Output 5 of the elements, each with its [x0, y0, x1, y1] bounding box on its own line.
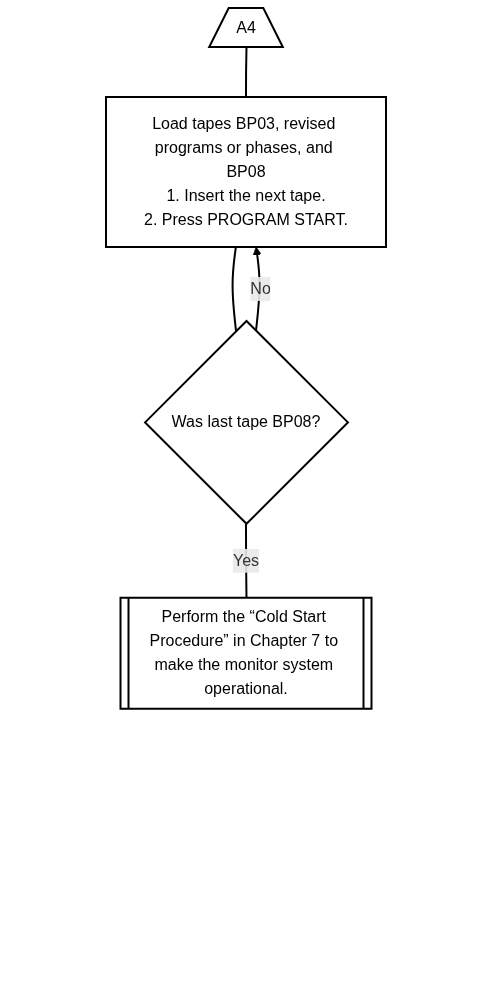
- edge-label: No: [249, 279, 271, 297]
- connector: [231, 246, 237, 332]
- node-box: Load tapes BP03, revised programs or phases, and BP08 1. Insert the next tape. 2. Press PROGRAM START.: [104, 96, 387, 248]
- node-diamond: Was last tape BP08?: [143, 319, 349, 526]
- edge-label: Yes: [232, 551, 259, 569]
